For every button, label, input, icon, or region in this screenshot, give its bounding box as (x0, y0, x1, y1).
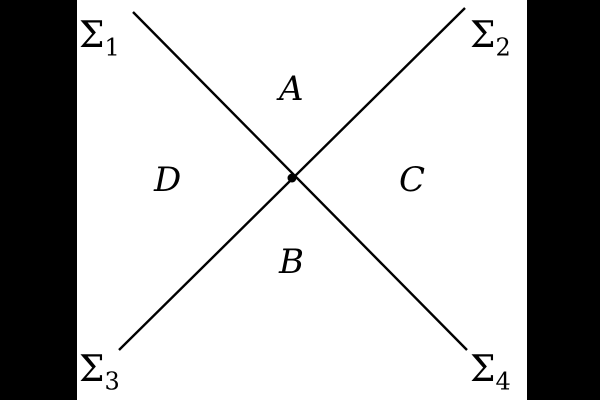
label-sigma-3: Σ3 (79, 349, 120, 396)
region-label-d: D (154, 160, 182, 200)
diagram-canvas: Σ1 Σ2 Σ3 Σ4 A B C D (77, 0, 527, 400)
label-sigma-4: Σ4 (470, 349, 511, 396)
crossing-lines-diagram (118, 7, 468, 351)
line-sigma1-to-sigma4 (132, 11, 468, 351)
label-sigma-2: Σ2 (470, 15, 511, 62)
region-label-c: C (399, 160, 426, 200)
region-label-a: A (279, 69, 304, 109)
region-label-b: B (279, 242, 304, 282)
intersection-point (287, 173, 297, 183)
label-sigma-1: Σ1 (79, 15, 120, 62)
